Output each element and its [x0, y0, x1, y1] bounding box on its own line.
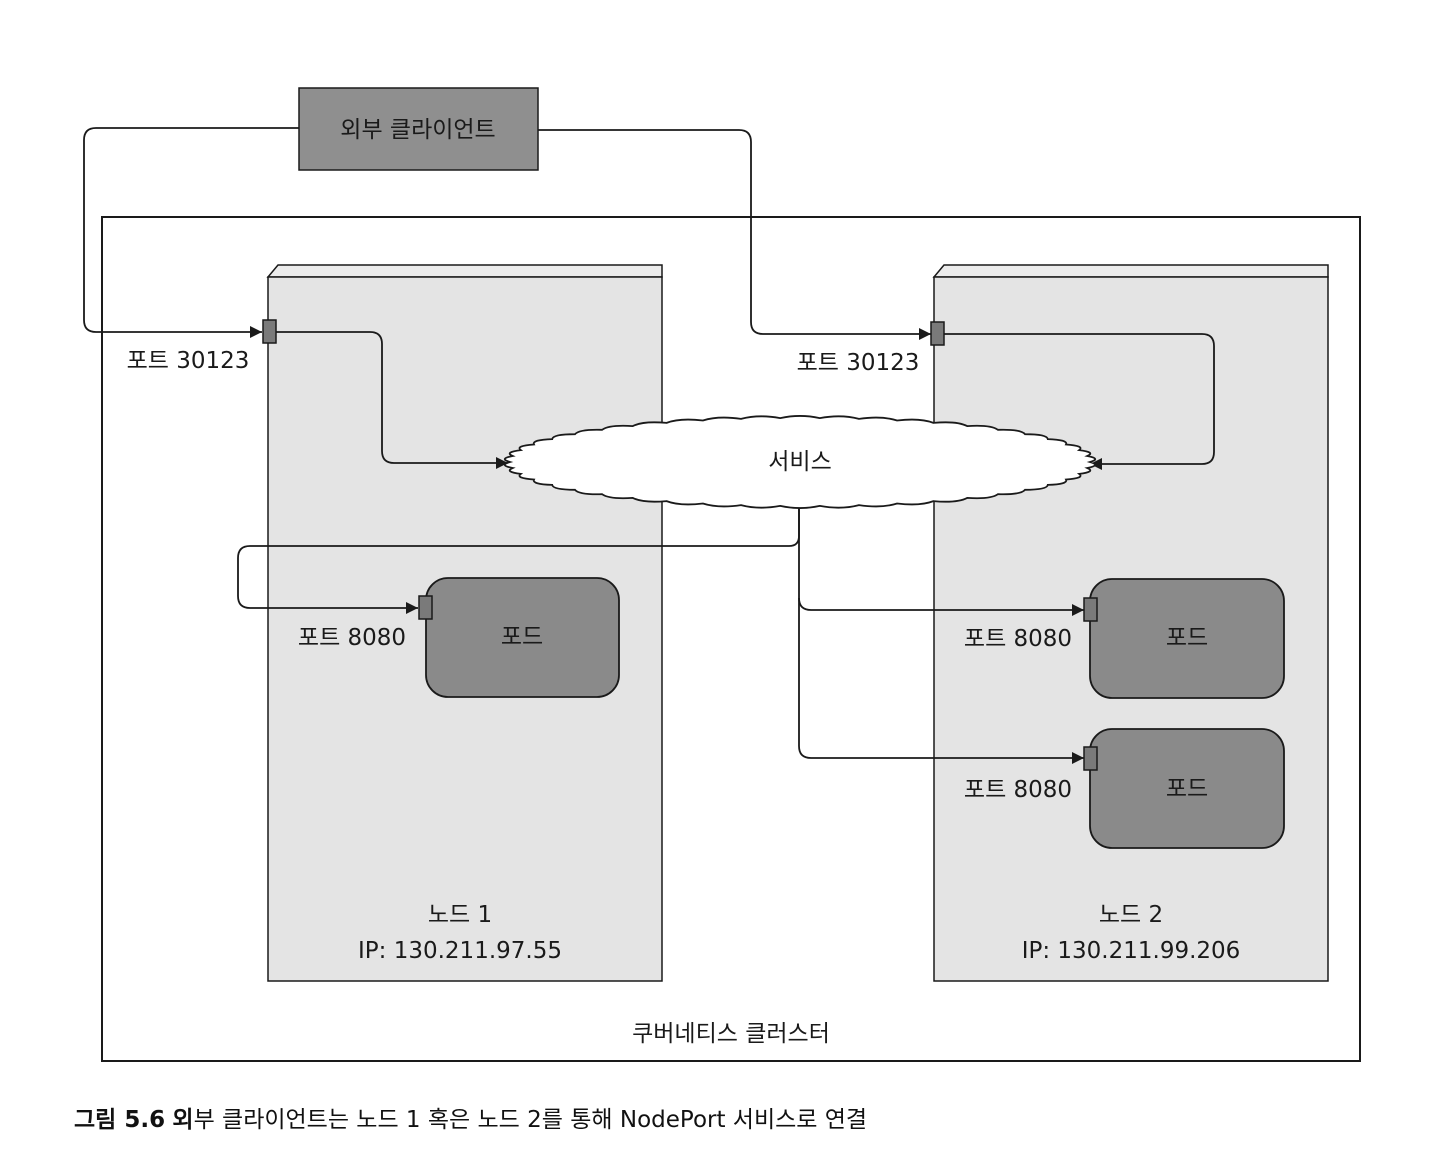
- node-2-pod-a-label: 포드: [1166, 625, 1208, 651]
- node-1-name: 노드 1: [428, 902, 492, 928]
- node-2-name: 노드 2: [1099, 902, 1163, 928]
- node-1-pod: 포드 포트 8080: [298, 577, 620, 698]
- node2-port-to-service-line: [943, 333, 1215, 470]
- client-to-node1-line: [83, 127, 299, 338]
- service-to-node1-pod-line: [237, 505, 800, 614]
- node-2-pod-a: 포드 포트 8080: [964, 578, 1285, 699]
- node-2-pod-b: 포드 포트 8080: [964, 728, 1285, 849]
- service-label: 서비스: [768, 449, 831, 475]
- figure-caption: 그림 5.6 외부 클라이언트는 노드 1 혹은 노드 2를 통해 NodePo…: [74, 1100, 867, 1134]
- node1-port-to-service-line: [276, 331, 508, 469]
- node-2-pod-b-port-square: [1083, 746, 1098, 771]
- node-2-pod-b-label: 포드: [1166, 776, 1208, 802]
- node-2-pod-b-port-label: 포트 8080: [964, 777, 1072, 803]
- node-1-port-square: [262, 319, 277, 344]
- node-1-port-label: 포트 30123: [127, 348, 250, 374]
- node-2-pod-a-port-square: [1083, 597, 1098, 622]
- caption-prefix: 그림 5.6: [74, 1107, 166, 1133]
- caption-bold-word: 외: [172, 1107, 194, 1133]
- node-1-pod-port-label: 포트 8080: [298, 625, 406, 651]
- service-to-node2-pod-b-line: [798, 598, 1084, 764]
- node-2-port-square: [930, 321, 945, 346]
- service-cloud: 서비스: [503, 415, 1097, 509]
- node-2-port-label: 포트 30123: [797, 350, 920, 376]
- external-client: 외부 클라이언트: [298, 87, 539, 171]
- cluster-label: 쿠버네티스 클러스터: [632, 1021, 830, 1047]
- node-1-pod-label: 포드: [501, 624, 543, 650]
- node-1-pod-port-square: [418, 595, 433, 620]
- caption-text: 부 클라이언트는 노드 1 혹은 노드 2를 통해 NodePort 서비스로 …: [193, 1107, 868, 1133]
- connections: [83, 127, 1215, 764]
- external-client-label: 외부 클라이언트: [340, 117, 495, 143]
- client-to-node2-line: [538, 129, 931, 340]
- node-1-ip: IP: 130.211.97.55: [358, 938, 562, 964]
- node-2-pod-a-port-label: 포트 8080: [964, 626, 1072, 652]
- node-2-ip: IP: 130.211.99.206: [1022, 938, 1241, 964]
